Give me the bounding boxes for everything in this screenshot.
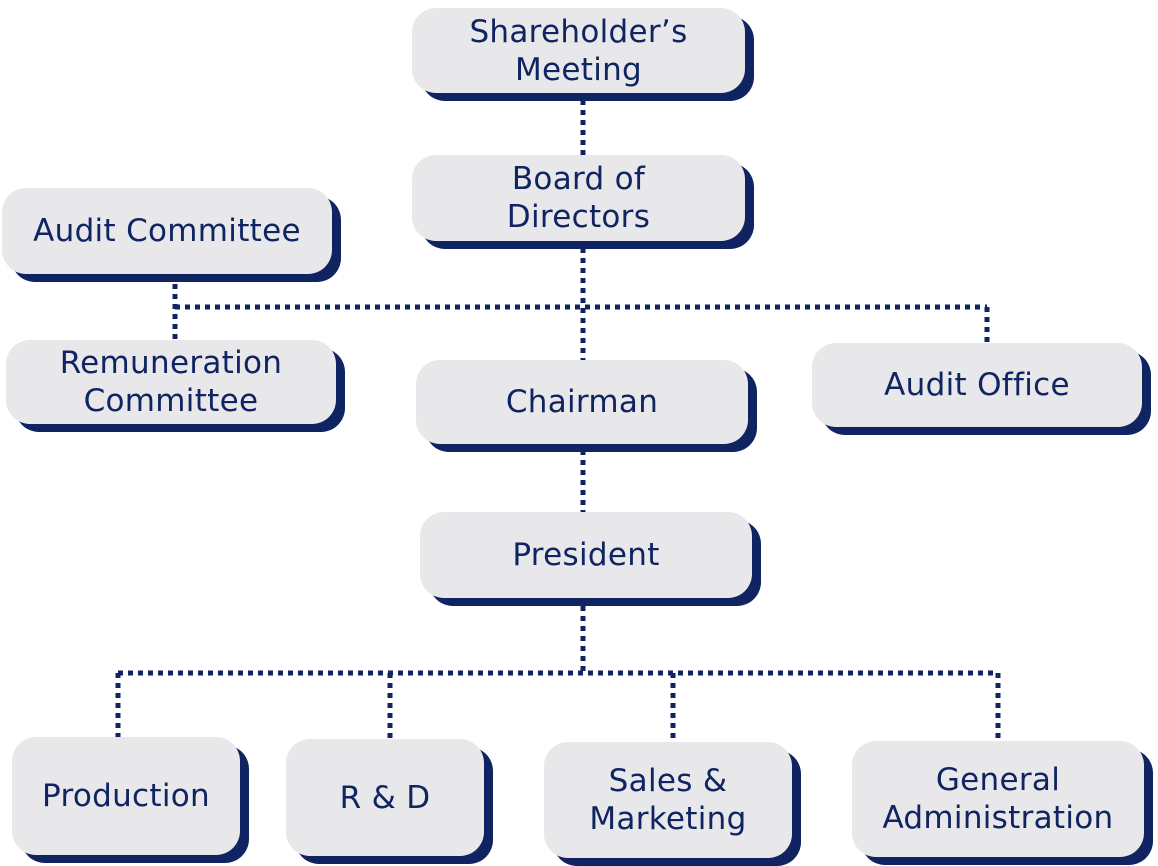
- node-rnd: R & D: [286, 739, 484, 856]
- node-remuneration-committee: Remuneration Committee: [6, 340, 336, 424]
- node-board-of-directors: Board of Directors: [412, 155, 745, 241]
- node-production: Production: [12, 737, 240, 855]
- node-general-administration: General Administration: [852, 741, 1144, 857]
- node-sales-marketing: Sales & Marketing: [544, 742, 792, 858]
- node-shareholders-meeting: Shareholder’s Meeting: [412, 8, 745, 93]
- node-audit-office: Audit Office: [812, 343, 1142, 427]
- node-president: President: [420, 512, 752, 598]
- node-audit-committee: Audit Committee: [2, 188, 332, 274]
- node-chairman: Chairman: [416, 360, 748, 444]
